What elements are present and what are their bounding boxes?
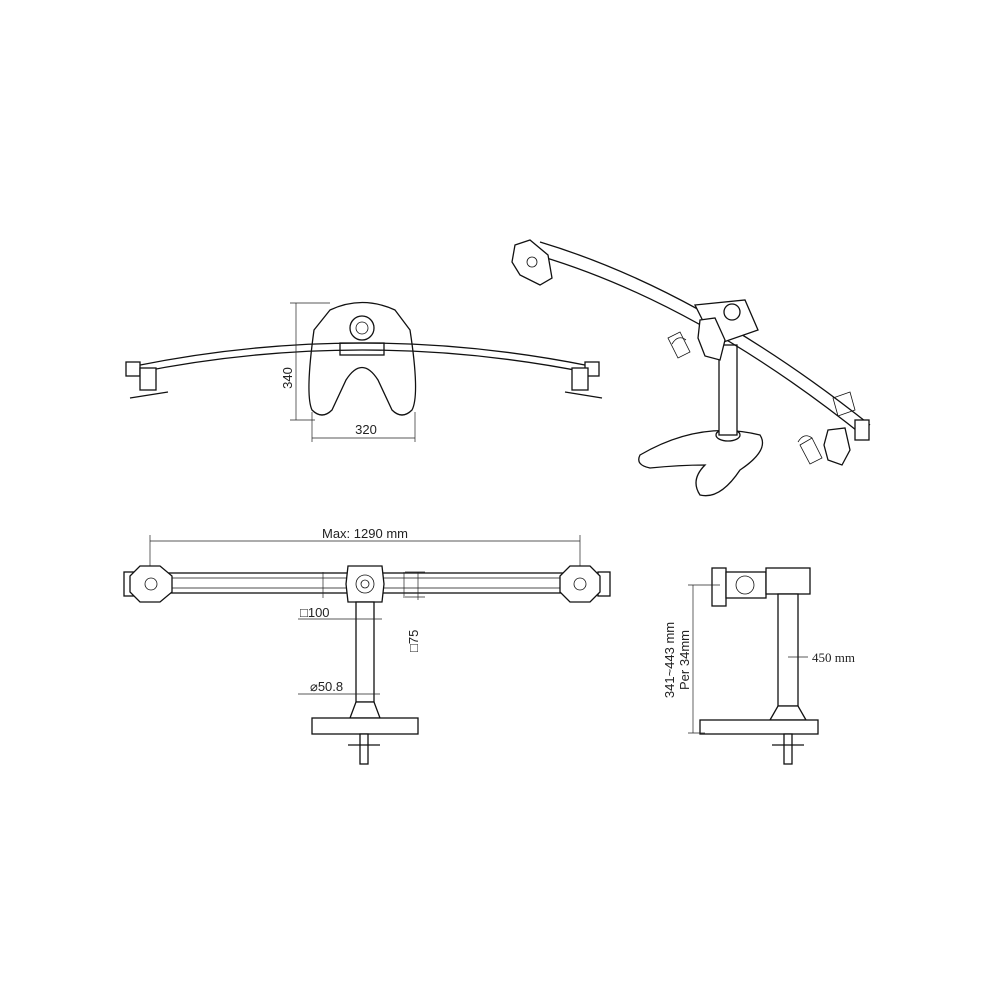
side-pole — [777, 593, 799, 707]
height-range-label: 341~443 mm — [662, 622, 677, 698]
vesa-75-label: □75 — [406, 630, 421, 652]
front-view: Max: 1290 mm □100 □75 ⌀50.8 — [123, 526, 611, 765]
iso-plate-left — [511, 239, 553, 286]
front-base — [311, 717, 419, 735]
top-view-hub — [349, 315, 375, 341]
vesa-100-label: □100 — [300, 605, 330, 620]
width-320-label: 320 — [355, 422, 377, 437]
isometric-view — [511, 239, 871, 497]
side-plate — [711, 567, 727, 607]
front-plate-left — [129, 565, 173, 603]
iso-plate-right — [823, 427, 851, 466]
side-view: 341~443 mm Per 34mm 450 mm — [662, 567, 855, 765]
pole-height-label: 450 mm — [812, 650, 855, 665]
iso-pole — [718, 344, 738, 436]
front-plate-right — [559, 565, 601, 603]
top-view-arm — [134, 342, 591, 367]
top-view-bracket — [339, 342, 385, 356]
top-view-base — [308, 301, 417, 416]
max-width-label: Max: 1290 mm — [322, 526, 408, 541]
height-step-label: Per 34mm — [677, 630, 692, 690]
side-base — [699, 719, 819, 735]
top-view: 340 320 — [125, 301, 603, 442]
pole-diameter-label: ⌀50.8 — [310, 679, 343, 694]
iso-plate-center — [697, 317, 726, 361]
front-plate-center — [345, 565, 385, 603]
height-340-label: 340 — [280, 367, 295, 389]
iso-base — [638, 429, 764, 497]
front-pole — [355, 601, 375, 703]
